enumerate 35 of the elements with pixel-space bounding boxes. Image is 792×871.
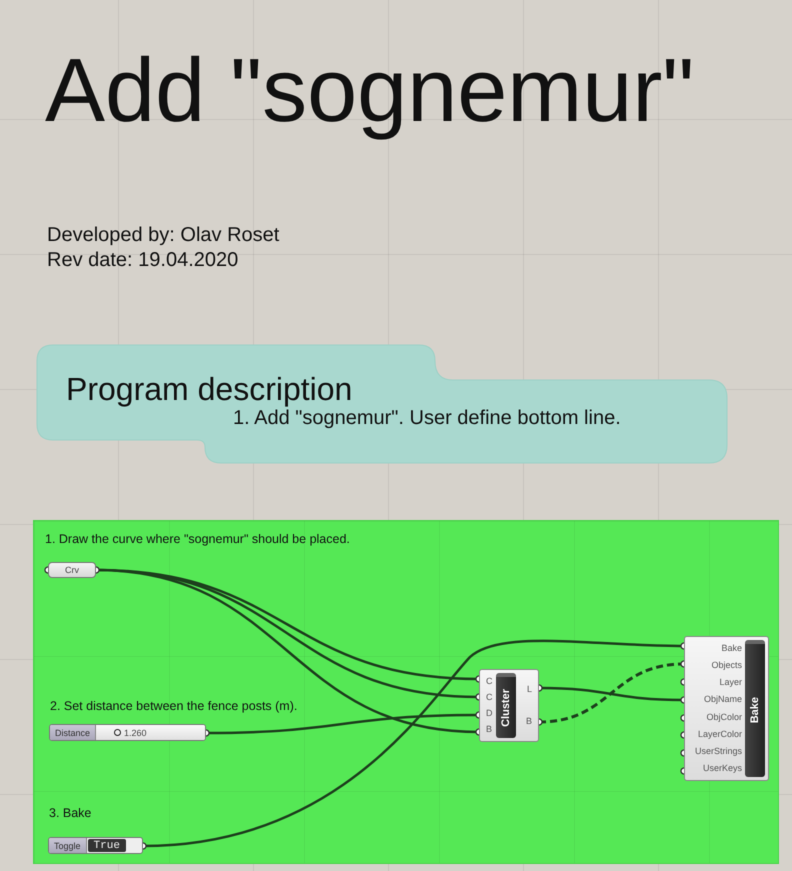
port-label: B xyxy=(486,725,492,734)
component-name: Cluster xyxy=(500,688,512,726)
port-label: C xyxy=(486,676,492,686)
toggle-label: Toggle xyxy=(49,838,87,853)
port-label: C xyxy=(486,692,492,702)
note-text: Rev date: 19.04.2020 xyxy=(47,248,238,272)
slider-value: 1.260 xyxy=(124,728,147,738)
port-label: UserKeys xyxy=(702,764,742,773)
parameter-component xyxy=(48,562,96,578)
group-panel xyxy=(33,520,779,864)
note-text: 1. Draw the curve where "sognemur" should be placed. xyxy=(45,532,350,547)
port-label: L xyxy=(526,684,532,694)
component-name: Bake xyxy=(749,697,761,724)
port-label: D xyxy=(486,709,492,718)
description-text: 1. Add "sognemur". User define bottom line. xyxy=(233,407,621,430)
note-text: 2. Set distance between the fence posts (m). xyxy=(50,699,298,714)
port-label: Objects xyxy=(711,661,742,670)
component-block xyxy=(479,669,539,742)
port-label: UserStrings xyxy=(694,746,742,756)
port-label: ObjColor xyxy=(706,712,742,722)
port-label: LayerColor xyxy=(698,730,742,739)
component-block xyxy=(684,636,769,781)
port-label: Bake xyxy=(721,644,742,654)
note-text: 3. Bake xyxy=(49,806,92,821)
port-label: B xyxy=(526,717,532,726)
toggle-value: True xyxy=(88,839,126,852)
boolean-toggle xyxy=(48,837,143,854)
number-slider xyxy=(49,724,206,741)
port-label: ObjName xyxy=(704,695,742,704)
heading: Program description xyxy=(66,371,352,408)
port-label: Layer xyxy=(719,678,742,688)
slider-label: Distance xyxy=(50,725,96,740)
component-label: Crv xyxy=(65,565,79,575)
title: Add "sognemur" xyxy=(45,42,694,141)
note-text: Developed by: Olav Roset xyxy=(47,223,280,247)
